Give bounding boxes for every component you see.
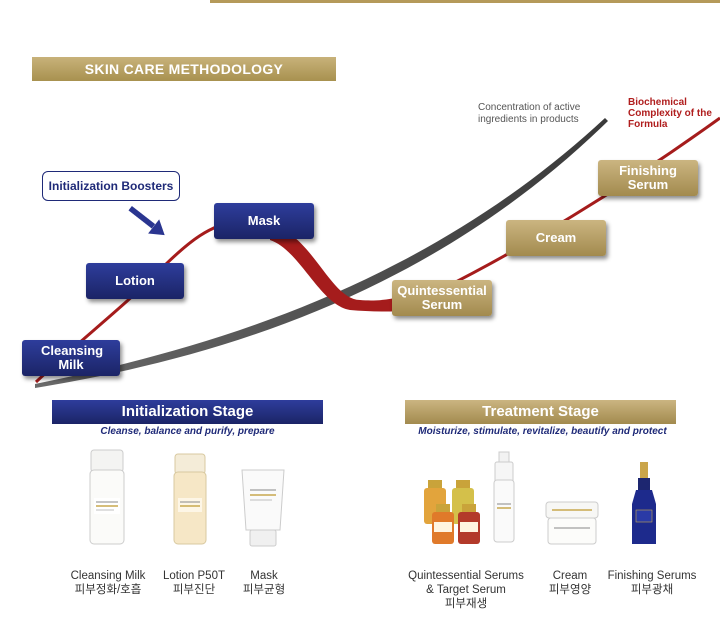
cleansing-milk-product: Cleansing Milk 피부정화/호흡 bbox=[58, 569, 158, 597]
initialization-stage-subtitle: Cleanse, balance and purify, prepare bbox=[100, 426, 275, 437]
mask-tube-image bbox=[241, 469, 285, 547]
mask-korean: 피부균형 bbox=[242, 584, 286, 596]
lotion-bottle-image bbox=[173, 453, 207, 545]
finishing-serums-name: Finishing Serums bbox=[607, 570, 697, 582]
step-quintessential-label: Quintessential Serum bbox=[397, 283, 487, 312]
cream-korean: 피부영양 bbox=[548, 584, 592, 596]
step-lotion: Lotion bbox=[86, 263, 184, 299]
lotion-product: Lotion P50T 피부진단 bbox=[152, 569, 236, 597]
top-accent-line bbox=[210, 0, 720, 3]
finishing-serum-bottle-image bbox=[632, 462, 656, 544]
step-finishing-label: Finishing Serum bbox=[619, 163, 677, 192]
initialization-stage-title: Initialization Stage bbox=[52, 400, 323, 424]
booster-arrow-icon bbox=[127, 205, 165, 236]
cleansing-milk-korean: 피부정화/호흡 bbox=[74, 584, 142, 596]
quintessential-serums-product: Quintessential Serums & Target Serum 피부재… bbox=[396, 569, 536, 611]
step-cream: Cream bbox=[506, 220, 606, 256]
quintessential-name-line2: & Target Serum bbox=[426, 584, 506, 596]
initialization-boosters-callout: Initialization Boosters bbox=[42, 171, 180, 201]
target-serum-pump-image bbox=[493, 451, 515, 543]
finishing-serums-product: Finishing Serums 피부광채 bbox=[598, 569, 706, 597]
cleansing-milk-bottle-image bbox=[89, 449, 125, 545]
quintessential-serums-image bbox=[424, 480, 480, 544]
complexity-label: Biochemical Complexity of the Formula bbox=[628, 97, 712, 130]
step-lotion-label: Lotion bbox=[115, 273, 155, 288]
methodology-banner: SKIN CARE METHODOLOGY bbox=[32, 57, 336, 81]
step-quintessential-serum: Quintessential Serum bbox=[392, 280, 492, 316]
mask-product: Mask 피부균형 bbox=[232, 569, 296, 597]
cream-name: Cream bbox=[552, 570, 588, 582]
finishing-serums-korean: 피부광채 bbox=[630, 584, 674, 596]
cleansing-milk-name: Cleansing Milk bbox=[70, 570, 146, 582]
quintessential-name-line1: Quintessential Serums bbox=[408, 570, 524, 582]
lotion-name: Lotion P50T bbox=[162, 570, 225, 582]
treatment-stage-subtitle: Moisturize, stimulate, revitalize, beaut… bbox=[418, 426, 667, 437]
step-cleansing-milk-label: Cleansing Milk bbox=[41, 343, 104, 372]
complexity-curve-end bbox=[439, 116, 720, 292]
cream-product: Cream 피부영양 bbox=[538, 569, 602, 597]
lotion-korean: 피부진단 bbox=[172, 584, 216, 596]
cream-jar-image bbox=[545, 501, 599, 545]
treatment-stage-title: Treatment Stage bbox=[405, 400, 676, 424]
step-cream-label: Cream bbox=[535, 230, 577, 245]
quintessential-korean: 피부재생 bbox=[444, 598, 488, 610]
step-finishing-serum: Finishing Serum bbox=[598, 160, 698, 196]
step-mask-label: Mask bbox=[247, 213, 281, 228]
step-cleansing-milk: Cleansing Milk bbox=[22, 340, 120, 376]
mask-name: Mask bbox=[250, 570, 278, 582]
step-mask: Mask bbox=[214, 203, 314, 239]
concentration-label: Concentration of active ingredients in p… bbox=[478, 102, 581, 125]
